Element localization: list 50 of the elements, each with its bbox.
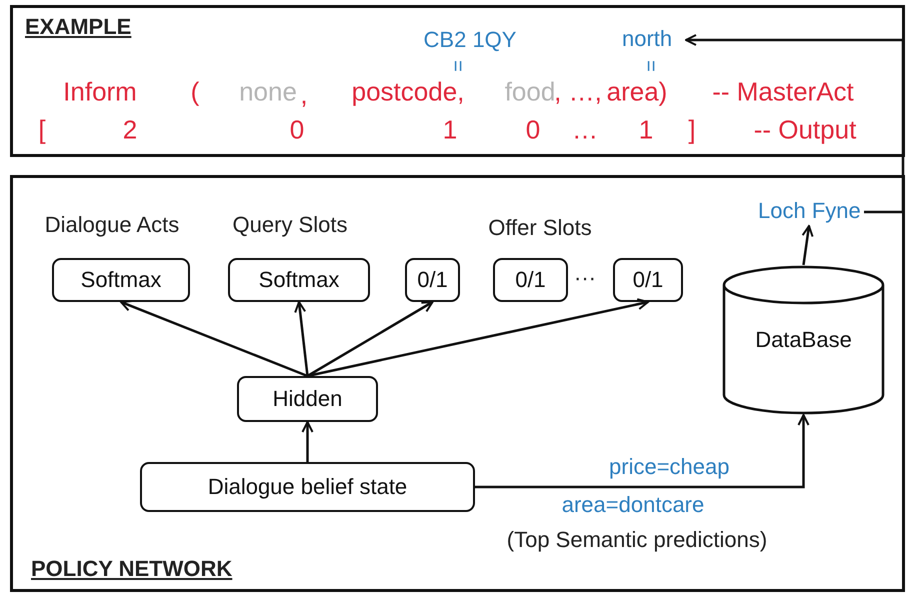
token: postcode, [352,76,464,108]
group-heading: Dialogue Acts [44,212,180,238]
token: 1 [442,114,458,146]
token: ] [688,114,696,146]
token: 0 [526,114,540,146]
token: , [300,80,308,110]
edge-label: price=cheap [608,454,730,480]
annotation-text: area=dontcare [562,492,704,518]
node-text: Loch Fyne [758,198,860,226]
process-box: Softmax [52,258,190,302]
process-box: Hidden [237,376,378,422]
arrow [475,414,810,488]
node-label: DataBase [754,327,853,353]
process-box: Dialogue belief state [140,462,475,512]
token: 1 [638,114,654,146]
token: none [239,76,297,108]
panel-title: POLICY NETWORK [31,556,232,582]
token: Inform [63,76,137,108]
annotation-text: (Top Semantic predictions) [506,527,768,553]
token: area) [606,76,668,108]
arrow [120,300,308,378]
token: … [572,114,598,146]
token: , …, [554,76,602,108]
ellipsis: ··· [574,265,596,291]
process-box: Softmax [228,258,370,302]
group-heading: Offer Slots [488,215,592,241]
panel [10,175,905,592]
panel-title: EXAMPLE [25,14,132,40]
group-heading: Query Slots [232,212,348,238]
annotation-text: CB2 1QY [424,27,516,53]
arrow [307,298,649,378]
arrow [302,421,314,462]
token: food [504,76,556,108]
panel [10,5,905,157]
process-box: 0/1 [493,258,568,302]
process-box: 0/1 [405,258,460,302]
arrow [306,300,434,378]
equals-sign: = [638,60,662,72]
token: [ [38,114,46,146]
arrow [685,34,904,214]
row-caption: -- Output [754,114,856,146]
equals-sign: = [446,60,468,72]
token: ( [190,76,200,108]
token: 0 [290,114,304,146]
row-caption: -- MasterAct [712,76,854,108]
token: 2 [122,114,138,146]
node-text: north [622,26,680,54]
arrow [802,225,814,266]
process-box: 0/1 [613,258,683,302]
arrow [294,301,309,376]
